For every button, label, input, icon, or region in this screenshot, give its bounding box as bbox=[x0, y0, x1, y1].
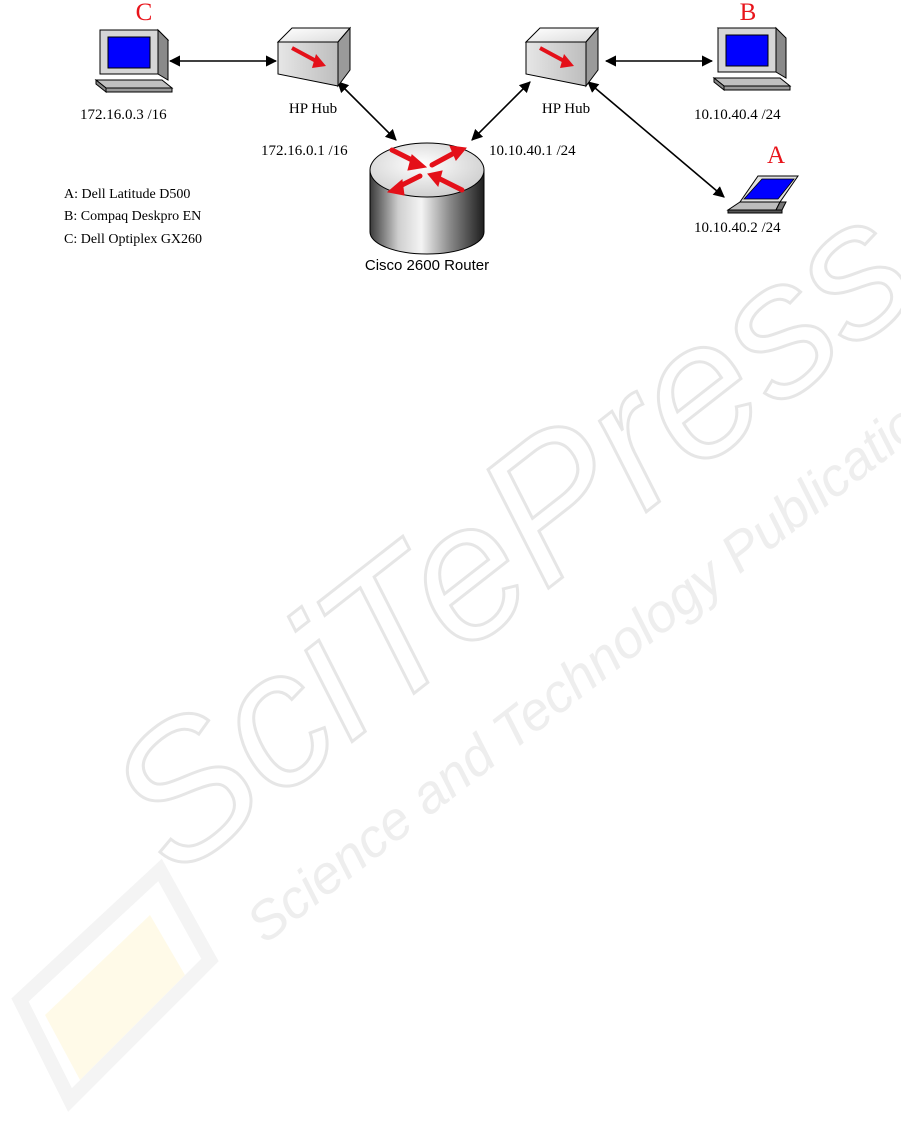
router-label: Cisco 2600 Router bbox=[365, 257, 489, 274]
link-hub-left-router bbox=[338, 82, 396, 140]
hub-right-label: HP Hub bbox=[542, 101, 590, 117]
link-hub-right-laptop-a bbox=[588, 82, 724, 197]
device-letter-c: C bbox=[136, 0, 153, 26]
pc-b-ip-label: 10.10.40.4 /24 bbox=[694, 107, 781, 123]
computer-b-icon bbox=[714, 28, 790, 90]
device-letter-b: B bbox=[740, 0, 757, 26]
router-left-ip-label: 172.16.0.1 /16 bbox=[261, 143, 348, 159]
pc-c-ip-label: 172.16.0.3 /16 bbox=[80, 107, 167, 123]
device-letter-a: A bbox=[767, 142, 785, 169]
link-hub-right-router bbox=[472, 82, 530, 140]
legend-entry-c: C: Dell Optiplex GX260 bbox=[64, 232, 202, 247]
legend-entry-b: B: Compaq Deskpro EN bbox=[64, 209, 201, 224]
computer-c-icon bbox=[96, 30, 172, 92]
hub-right-icon bbox=[526, 28, 598, 86]
router-icon bbox=[370, 143, 484, 254]
router-right-ip-label: 10.10.40.1 /24 bbox=[489, 143, 576, 159]
hub-left-icon bbox=[278, 28, 350, 86]
legend: A: Dell Latitude D500 B: Compaq Deskpro … bbox=[64, 187, 202, 247]
hub-left-label: HP Hub bbox=[289, 101, 337, 117]
laptop-a-ip-label: 10.10.40.2 /24 bbox=[694, 220, 781, 236]
watermark: SciTePress Science and Technology Public… bbox=[20, 158, 901, 1100]
legend-entry-a: A: Dell Latitude D500 bbox=[64, 187, 190, 202]
watermark-diamond-icon bbox=[20, 870, 210, 1100]
